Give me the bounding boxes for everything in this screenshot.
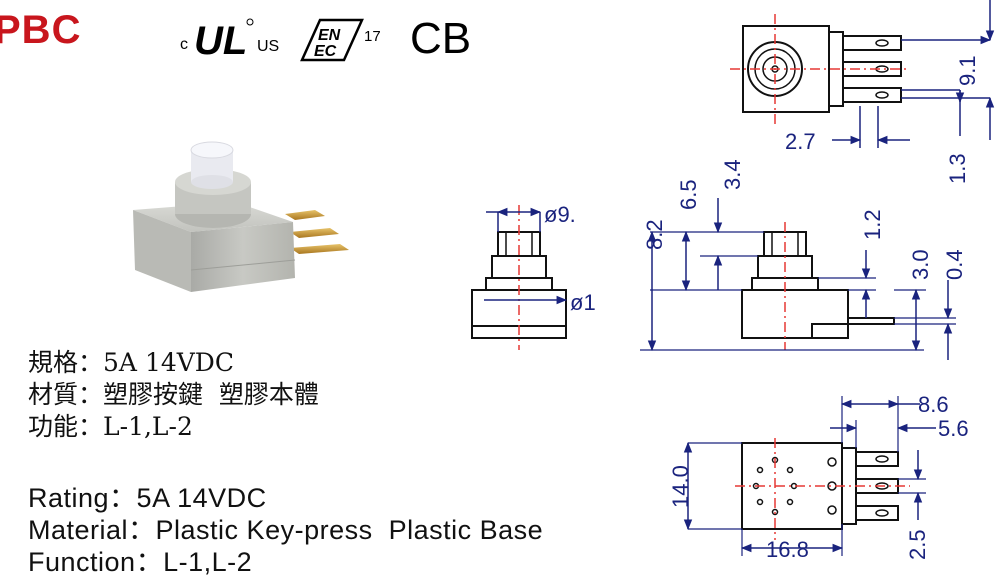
product-photo xyxy=(133,141,349,292)
enec-mark-icon: EN EC xyxy=(300,18,364,62)
ul-mark-icon: UL xyxy=(194,18,254,58)
dim-front-button-dia: ø9. xyxy=(544,202,576,227)
ul-suffix: US xyxy=(257,38,280,55)
dim-bottom-body-width: 16.8 xyxy=(766,537,809,562)
front-view xyxy=(471,205,568,350)
dim-side-button-top: 3.4 xyxy=(720,159,745,190)
dim-side-base-height: 3.0 xyxy=(908,249,933,280)
dim-bottom-body-height: 14.0 xyxy=(668,465,693,508)
spec-cn-material: 材質：塑膠按鍵 塑膠本體 xyxy=(28,380,319,409)
dim-side-pin-thickness: 0.4 xyxy=(942,249,967,280)
svg-text:EC: EC xyxy=(314,43,337,60)
spec-cn-function: 功能：L-1,L-2 xyxy=(28,412,193,441)
top-view xyxy=(730,0,995,148)
dim-side-step: 1.2 xyxy=(860,209,885,240)
dim-side-total-height: 8.2 xyxy=(642,219,667,250)
ul-prefix: c xyxy=(180,36,188,53)
dim-bottom-pin-length: 8.6 xyxy=(918,392,949,417)
spec-cn-rating: 規格：5A 14VDC xyxy=(28,348,234,377)
svg-text:UL: UL xyxy=(194,19,247,58)
cb-mark: CB xyxy=(410,14,472,63)
side-view xyxy=(640,198,956,360)
dim-bottom-pin-spacing: 2.5 xyxy=(905,529,930,560)
bottom-view xyxy=(683,396,936,556)
enec-number: 17 xyxy=(364,28,381,45)
brand-logo: PBC xyxy=(0,8,82,52)
dim-top-height: 9.1 xyxy=(955,55,980,86)
dim-bottom-pin-span: 5.6 xyxy=(938,416,969,441)
svg-text:EN: EN xyxy=(318,27,341,44)
spec-en-material: Material：Plastic Key-press Plastic Base xyxy=(28,515,544,545)
dim-side-button-height: 6.5 xyxy=(676,179,701,210)
contact-pins xyxy=(285,210,349,254)
dim-top-pin-offset: 2.7 xyxy=(785,129,816,154)
spec-en-rating: Rating：5A 14VDC xyxy=(28,483,267,513)
dim-front-stem-dia: ø1 xyxy=(570,290,596,315)
dim-top-pin-pitch: 1.3 xyxy=(945,153,970,184)
